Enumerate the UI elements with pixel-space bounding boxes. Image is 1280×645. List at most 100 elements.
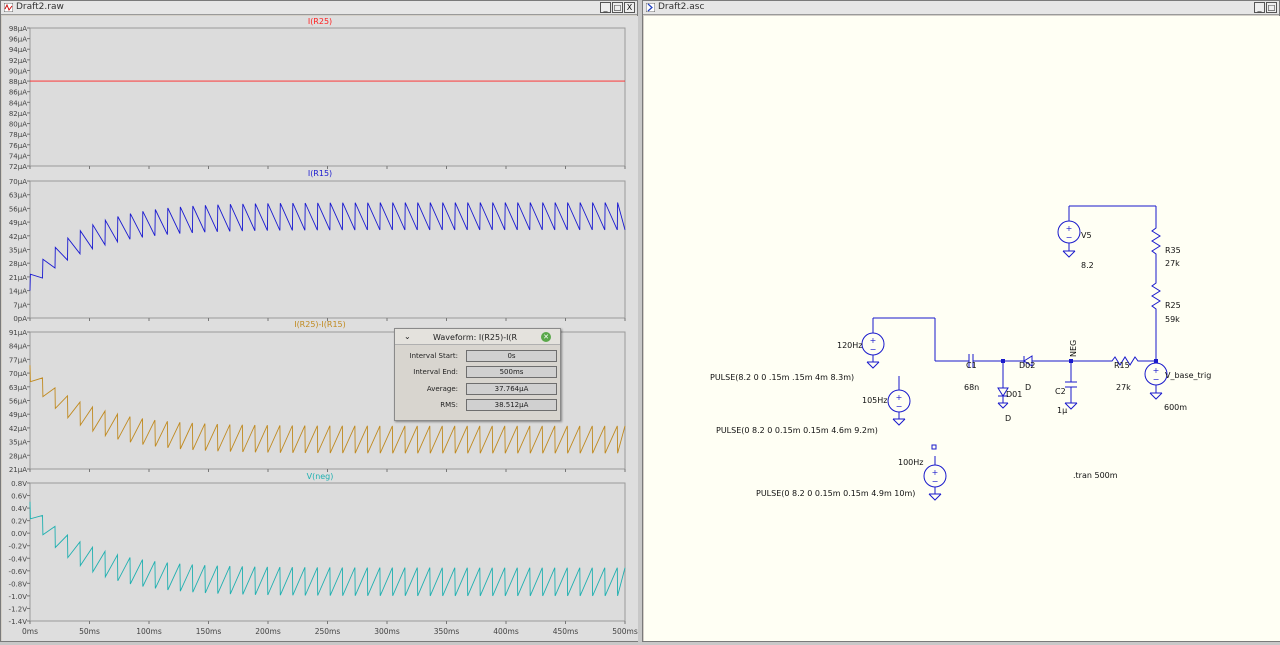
waveform-window-title: Draft2.raw xyxy=(16,2,64,12)
close-button[interactable]: X xyxy=(624,2,635,13)
y-tick-label: 96µA xyxy=(9,36,27,44)
y-tick-label: 98µA xyxy=(9,25,27,33)
y-tick-label: 0.6V xyxy=(11,493,27,501)
interval-start-field[interactable]: 0s xyxy=(466,350,557,362)
c1-name: C1 xyxy=(966,361,977,370)
r35-resistor[interactable] xyxy=(1151,226,1161,256)
interval-start-row: Interval Start: 0s xyxy=(395,348,562,364)
y-tick-label: 49µA xyxy=(9,219,27,227)
waveform-info-dialog[interactable]: ⌄ Waveform: I(R25)-I(R ✕ Interval Start:… xyxy=(394,328,561,421)
source-120hz-pulse: PULSE(8.2 0 0 .15m .15m 4m 8.3m) xyxy=(710,373,854,382)
plus-sign: + xyxy=(1066,224,1073,233)
y-tick-label: 0pA xyxy=(13,315,27,323)
y-tick-label: 82µA xyxy=(9,110,27,118)
schematic-window-titlebar[interactable]: Draft2.asc _ □ xyxy=(643,1,1279,15)
y-tick-label: 14µA xyxy=(9,288,27,296)
y-tick-label: 56µA xyxy=(9,205,27,213)
d02-value: D xyxy=(1025,383,1031,392)
y-tick-label: -1.0V xyxy=(9,593,28,601)
schematic-window-title: Draft2.asc xyxy=(658,2,705,12)
tran-directive: .tran 500m xyxy=(1073,471,1118,480)
y-tick-label: 35µA xyxy=(9,439,27,447)
average-value: 37.764µA xyxy=(466,383,557,395)
chevron-down-icon[interactable]: ⌄ xyxy=(404,332,411,341)
y-tick-label: -0.8V xyxy=(9,580,28,588)
plot-frame xyxy=(29,180,626,319)
plus-sign: + xyxy=(896,393,903,402)
y-tick-label: 77µA xyxy=(9,356,27,364)
y-tick-label: 21µA xyxy=(9,466,27,474)
y-tick-label: 72µA xyxy=(9,163,27,171)
y-tick-label: 63µA xyxy=(9,192,27,200)
schematic-canvas[interactable]: + − + − + − + − + − V5 8.2 R35 xyxy=(644,16,1280,641)
x-tick-label: 350ms xyxy=(434,627,460,636)
average-row: Average: 37.764µA xyxy=(395,381,562,397)
r15-value: 27k xyxy=(1116,383,1131,392)
r35-value: 27k xyxy=(1165,259,1180,268)
source-105hz-pulse: PULSE(0 8.2 0 0.15m 0.15m 4.6m 9.2m) xyxy=(716,426,878,435)
y-tick-label: 70µA xyxy=(9,370,27,378)
x-tick-label: 300ms xyxy=(374,627,400,636)
y-tick-label: 76µA xyxy=(9,142,27,150)
v5-value: 8.2 xyxy=(1081,261,1094,270)
minus-sign: − xyxy=(896,402,903,411)
y-tick-label: 84µA xyxy=(9,99,27,107)
y-tick-label: 88µA xyxy=(9,78,27,86)
minus-sign: − xyxy=(1153,375,1160,384)
source-105hz[interactable] xyxy=(887,376,911,426)
schematic-app-icon xyxy=(646,3,655,12)
dialog-header[interactable]: ⌄ Waveform: I(R25)-I(R ✕ xyxy=(395,329,560,345)
trace-2 xyxy=(29,365,626,454)
y-tick-label: 42µA xyxy=(9,233,27,241)
d01-diode[interactable] xyxy=(997,361,1009,409)
x-tick-label: 450ms xyxy=(553,627,579,636)
maximize-button[interactable]: □ xyxy=(1266,2,1277,13)
y-tick-label: -0.2V xyxy=(9,543,28,551)
pane-title: I(R25)-I(R15) xyxy=(294,320,346,329)
dialog-close-icon[interactable]: ✕ xyxy=(541,332,551,342)
trace-3 xyxy=(29,501,626,597)
minus-sign: − xyxy=(870,345,877,354)
x-tick-label: 50ms xyxy=(79,627,100,636)
source-100hz[interactable] xyxy=(923,444,947,501)
schematic-drawing[interactable]: + − + − + − + − + − V5 8.2 R35 xyxy=(644,16,1280,641)
waveform-window-titlebar[interactable]: Draft2.raw _ □ X xyxy=(1,1,637,15)
plus-sign: + xyxy=(870,336,877,345)
source-120hz[interactable] xyxy=(861,318,885,369)
minimize-button[interactable]: _ xyxy=(1254,2,1265,13)
y-tick-label: 0.4V xyxy=(11,505,27,513)
x-tick-label: 500ms xyxy=(612,627,638,636)
x-tick-label: 250ms xyxy=(315,627,341,636)
y-tick-label: 0.8V xyxy=(11,480,27,488)
r15-resistor[interactable] xyxy=(1109,356,1141,366)
vbase-net-label: V_base_trig xyxy=(1165,371,1211,380)
plot-frame xyxy=(29,27,626,167)
d02-name: D02 xyxy=(1019,361,1035,370)
minus-sign: − xyxy=(932,477,939,486)
interval-end-label: Interval End: xyxy=(413,368,458,376)
d02-diode[interactable] xyxy=(1021,355,1071,367)
plus-sign: + xyxy=(1153,366,1160,375)
y-tick-label: 28µA xyxy=(9,452,27,460)
y-tick-label: -1.4V xyxy=(9,618,28,626)
interval-end-field[interactable]: 500ms xyxy=(466,366,557,378)
y-tick-label: 74µA xyxy=(9,152,27,160)
y-tick-label: 90µA xyxy=(9,67,27,75)
neg-net-label: NEG xyxy=(1069,340,1078,357)
r25-name: R25 xyxy=(1165,301,1181,310)
r25-resistor[interactable] xyxy=(1151,281,1161,311)
minimize-button[interactable]: _ xyxy=(600,2,611,13)
y-tick-label: 21µA xyxy=(9,274,27,282)
junction-dot xyxy=(1069,359,1073,363)
c2-name: C2 xyxy=(1055,387,1066,396)
x-tick-label: 100ms xyxy=(136,627,162,636)
interval-start-label: Interval Start: xyxy=(409,352,459,360)
c2-capacitor[interactable] xyxy=(1064,361,1078,410)
source-100hz-pulse: PULSE(0 8.2 0 0.15m 0.15m 4.9m 10m) xyxy=(756,489,915,498)
v5-source[interactable] xyxy=(1057,206,1081,258)
average-label: Average: xyxy=(426,385,458,393)
maximize-button[interactable]: □ xyxy=(612,2,623,13)
y-tick-label: 0.0V xyxy=(11,530,27,538)
